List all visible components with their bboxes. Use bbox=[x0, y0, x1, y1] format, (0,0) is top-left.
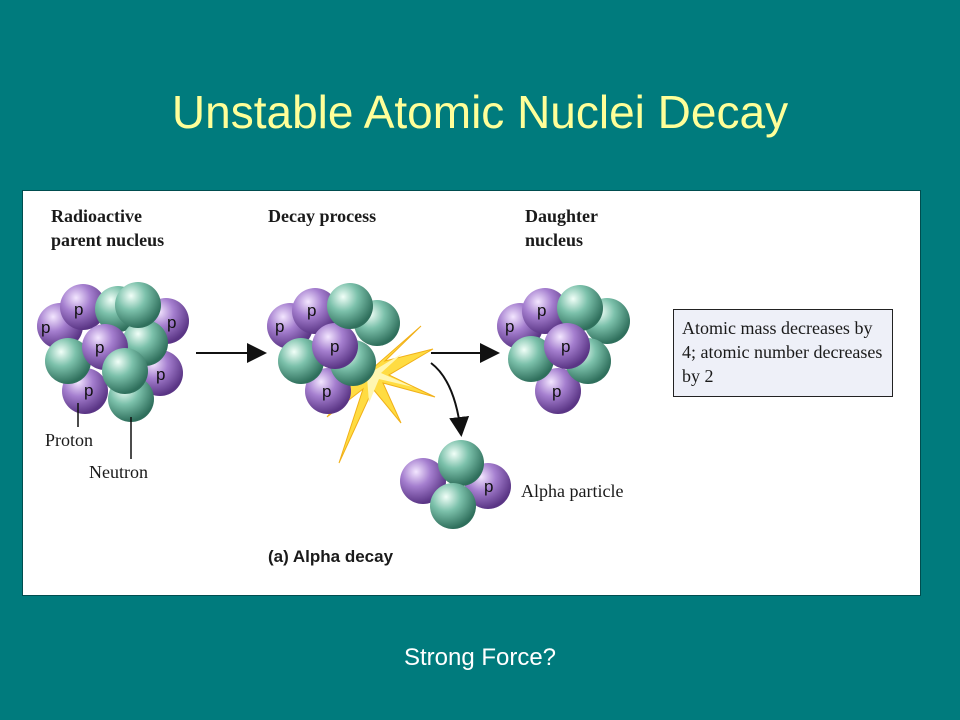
parent-nucleus bbox=[37, 282, 189, 422]
proton-letter: p bbox=[156, 365, 165, 384]
parent-nucleus-label: Radioactive parent nucleus bbox=[51, 206, 165, 250]
proton-letter: p bbox=[322, 382, 331, 401]
proton-letter: p bbox=[484, 477, 493, 496]
neutron-label: Neutron bbox=[89, 462, 148, 482]
proton-letter: p bbox=[84, 381, 93, 400]
slide-title: Unstable Atomic Nuclei Decay bbox=[171, 86, 789, 138]
proton-letters: p p p p p p p p p p p p p p p bbox=[41, 300, 570, 496]
proton-letter: p bbox=[41, 318, 50, 337]
proton-letter: p bbox=[505, 317, 514, 336]
proton-letter: p bbox=[167, 313, 176, 332]
alpha-decay-figure: p p p p p p p p p p p p p p p Radioactiv… bbox=[23, 191, 920, 595]
figure-caption: (a) Alpha decay bbox=[268, 547, 394, 566]
proton-letter: p bbox=[537, 301, 546, 320]
proton-letter: p bbox=[552, 382, 561, 401]
emission-arrow bbox=[430, 362, 470, 437]
proton-letter: p bbox=[330, 337, 339, 356]
proton-letter: p bbox=[307, 301, 316, 320]
decaying-nucleus bbox=[267, 283, 400, 414]
decay-process-label: Decay process bbox=[268, 206, 377, 226]
alpha-particle-label: Alpha particle bbox=[521, 481, 624, 501]
daughter-nucleus-label: Daughter nucleus bbox=[525, 206, 598, 250]
alpha-particle bbox=[400, 440, 511, 529]
footer-question: Strong Force? bbox=[403, 644, 557, 671]
mass-change-info-box: Atomic mass decreases by 4; atomic numbe… bbox=[673, 309, 893, 397]
proton-letter: p bbox=[561, 337, 570, 356]
proton-letter: p bbox=[275, 317, 284, 336]
daughter-nucleus bbox=[497, 285, 630, 414]
decay-diagram-graphic: p p p p p p p p p p p p p p p bbox=[37, 282, 630, 529]
proton-letter: p bbox=[74, 300, 83, 319]
proton-label: Proton bbox=[45, 430, 94, 450]
proton-letter: p bbox=[95, 338, 104, 357]
